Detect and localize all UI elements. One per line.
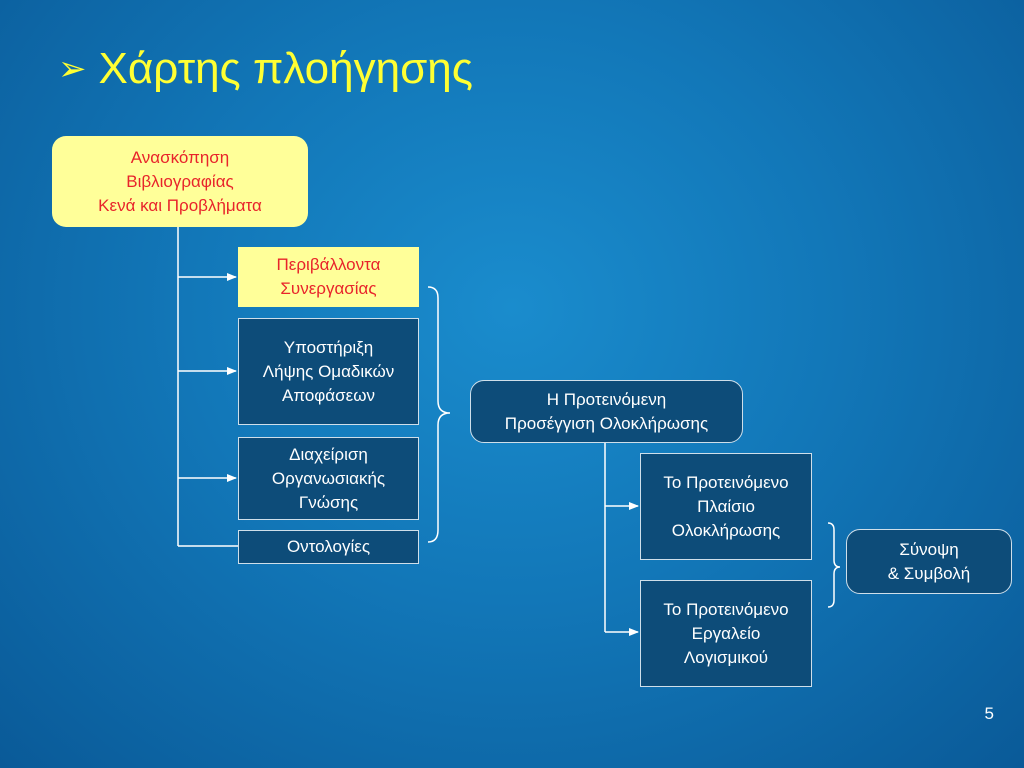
node-label-line: Περιβάλλοντα <box>276 255 381 274</box>
node-label-line: Ανασκόπηση <box>130 147 230 167</box>
node-summary: Σύνοψη & Συμβολή <box>846 529 1012 594</box>
node-label-line: Το Προτεινόμενο <box>663 472 789 492</box>
node-label-line: & Συμβολή <box>887 563 971 583</box>
node-label-line: Κενά και Προβλήματα <box>98 195 262 215</box>
node-label-line: Λογισμικού <box>683 647 769 667</box>
node-label-line: Πλαίσιο <box>697 496 755 516</box>
node-ontologies: Οντολογίες <box>238 530 419 564</box>
node-label-line: Λήψης Ομαδικών <box>262 361 395 381</box>
slide-title-text: Χάρτης πλοήγησης <box>98 44 473 93</box>
arrow-bullet-icon: ➢ <box>58 50 87 88</box>
page-number: 5 <box>984 704 994 723</box>
node-label-line: Η Προτεινόμενη <box>546 389 667 409</box>
node-label: Σύνοψη & Συμβολή <box>888 538 971 586</box>
node-label-line: Οργανωσιακής <box>271 468 386 488</box>
node-label: Οντολογίες <box>287 535 370 559</box>
node-label-line: Γνώσης <box>298 492 359 512</box>
node-label-line: Ολοκλήρωσης <box>671 520 781 540</box>
node-label-line: Το Προτεινόμενο <box>663 599 789 619</box>
brace-topics <box>427 286 451 543</box>
node-label-line: Προσέγγιση Ολοκλήρωσης <box>504 413 709 433</box>
node-label-line: Βιβλιογραφίας <box>126 171 234 191</box>
slide-title: ➢ Χάρτης πλοήγησης <box>58 44 473 94</box>
node-label-line: Διαχείριση <box>289 444 368 464</box>
node-label-line: Οντολογίες <box>286 537 371 556</box>
brace-results <box>827 522 841 608</box>
node-label-line: Υποστήριξη <box>283 337 374 357</box>
node-label-line: Αποφάσεων <box>282 385 375 405</box>
node-label-line: Σύνοψη <box>899 539 959 559</box>
node-label-line: Συνεργασίας <box>280 279 377 298</box>
node-label-line: Εργαλείο <box>691 623 761 643</box>
